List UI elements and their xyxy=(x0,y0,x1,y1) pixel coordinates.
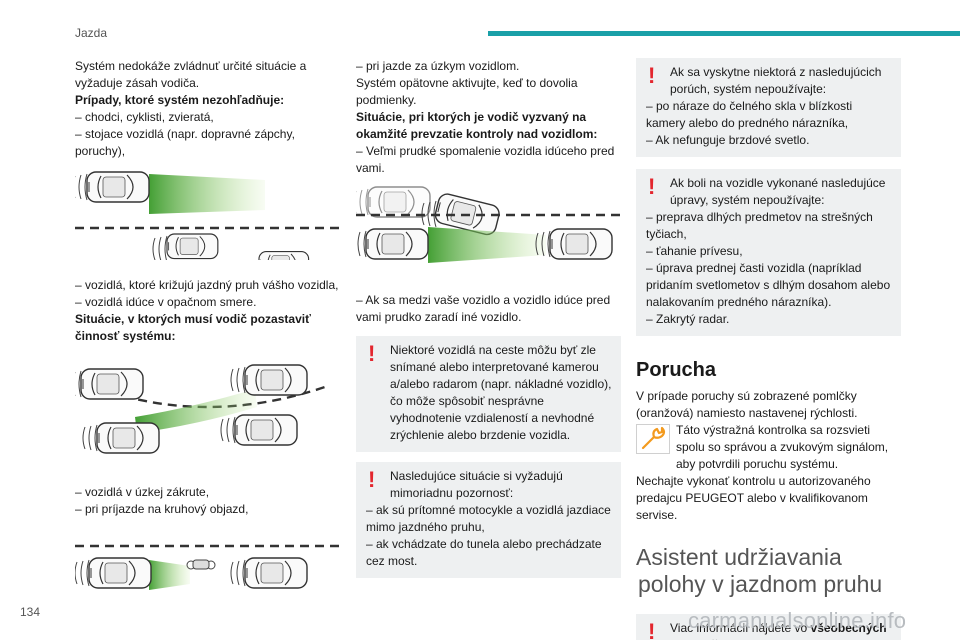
warning-text: Ak sa vyskytne niektorá z nasledujúcich … xyxy=(670,65,882,96)
section-title-fault: Porucha xyxy=(636,359,717,381)
illustration-pedestrians-stopped xyxy=(72,171,340,277)
warning-exclamation-icon: ! xyxy=(648,619,656,640)
header-accent-bar xyxy=(488,31,960,36)
column-3: ! Ak sa vyskytne niektorá z nasledujúcic… xyxy=(636,58,901,640)
warning-exclamation-icon: ! xyxy=(648,63,656,88)
list-item: – stojace vozidlá (napr. dopravné zápchy… xyxy=(75,127,295,158)
watermark: carmanualsonline.info xyxy=(688,608,907,633)
warning-lamp-row: Táto výstražná kontrolka sa rozsvieti sp… xyxy=(636,422,901,473)
heading-not-handled: Prípady, ktoré systém nezohľadňuje: xyxy=(75,93,285,107)
warning-box-attention: ! Nasledujúce situácie si vyžadujú mimor… xyxy=(356,462,621,578)
list-item: – chodci, cyklisti, zvieratá, xyxy=(75,110,214,124)
list-item: – vozidlá idúce v opačnom smere. xyxy=(75,295,257,309)
paragraph-service: Nechajte vykonať kontrolu u autorizované… xyxy=(636,474,871,522)
illustration-narrow-bend xyxy=(66,364,326,454)
intro-paragraph: Systém nedokáže zvládnuť určité situácie… xyxy=(75,59,307,90)
warning-text: Ak boli na vozidle vykonané nasledujúce … xyxy=(670,176,886,207)
warning-box-modifications: ! Ak boli na vozidle vykonané nasledujúc… xyxy=(636,169,901,336)
column-2: – pri jazde za úzkym vozidlom. Systém op… xyxy=(351,58,621,578)
wrench-icon xyxy=(636,424,670,454)
list-item: – ak sú prítomné motocykle a vozidlá jaz… xyxy=(366,503,611,534)
warning-exclamation-icon: ! xyxy=(368,467,376,492)
title-line-1: Asistent udržiavania xyxy=(636,544,842,570)
warning-text: Niektoré vozidlá na ceste môžu byť zle s… xyxy=(390,343,612,442)
column-1: Systém nedokáže zvládnuť určité situácie… xyxy=(66,58,340,613)
list-item: – ťahanie prívesu, xyxy=(646,244,743,258)
warning-text: Nasledujúce situácie si vyžadujú mimoria… xyxy=(390,469,563,500)
paragraph-warning-lamp: Táto výstražná kontrolka sa rozsvieti sp… xyxy=(676,423,889,471)
heading-pause-system: Situácie, v ktorých musí vodič pozastavi… xyxy=(75,312,311,343)
illustration-narrow-vehicle xyxy=(74,544,340,590)
list-item: – Ak nefunguje brzdové svetlo. xyxy=(646,133,810,147)
list-item: – po náraze do čelného skla v blízkosti … xyxy=(646,99,853,130)
warning-text: Viac informácií nájdete vo všeobecných o… xyxy=(646,620,893,640)
warning-exclamation-icon: ! xyxy=(368,341,376,366)
heading-take-control: Situácie, pri ktorých je vodič vyzvaný n… xyxy=(356,110,598,141)
more-info-text: Viac informácií nájdete vo xyxy=(670,621,811,635)
motorcycle-icon xyxy=(186,559,216,570)
list-item: – Zakrytý radar. xyxy=(646,312,730,326)
header-section-title: Jazda xyxy=(75,26,108,40)
warning-box-detection: ! Niektoré vozidlá na ceste môžu byť zle… xyxy=(356,336,621,452)
list-item: – ak vchádzate do tunela alebo prechádza… xyxy=(366,537,602,568)
list-item: – Ak sa medzi vaše vozidlo a vozidlo idú… xyxy=(356,293,611,324)
illustration-cut-in xyxy=(351,186,621,263)
warning-exclamation-icon: ! xyxy=(648,174,656,199)
page-number: 134 xyxy=(20,605,41,619)
section-title-lane-keeping: Asistent udržiavania polohy v jazdnom pr… xyxy=(636,544,901,598)
list-item: – Veľmi prudké spomalenie vozidla idúceh… xyxy=(356,144,615,175)
list-item: – pri príjazde na kruhový objazd, xyxy=(75,502,249,516)
more-info-link-text: všeobecných odporúčaniach týkajúcich sa … xyxy=(670,621,887,640)
warning-box-faults: ! Ak sa vyskytne niektorá z nasledujúcic… xyxy=(636,58,901,157)
paragraph-reactivate: Systém opätovne aktivujte, keď to dovoli… xyxy=(356,76,578,107)
warning-box-more-info: ! Viac informácií nájdete vo všeobecných… xyxy=(636,614,901,640)
list-item: – vozidlá, ktoré križujú jazdný pruh váš… xyxy=(75,278,339,292)
list-item: – pri jazde za úzkym vozidlom. xyxy=(356,59,520,73)
list-item: – úprava prednej časti vozidla (napríkla… xyxy=(646,261,891,309)
list-item: – preprava dlhých predmetov na strešných… xyxy=(646,210,873,241)
paragraph-fault-dashes: V prípade poruchy sú zobrazené pomlčky (… xyxy=(636,389,858,420)
title-line-2: polohy v jazdnom pruhu xyxy=(638,571,883,597)
list-item: – vozidlá v úzkej zákrute, xyxy=(75,485,210,499)
